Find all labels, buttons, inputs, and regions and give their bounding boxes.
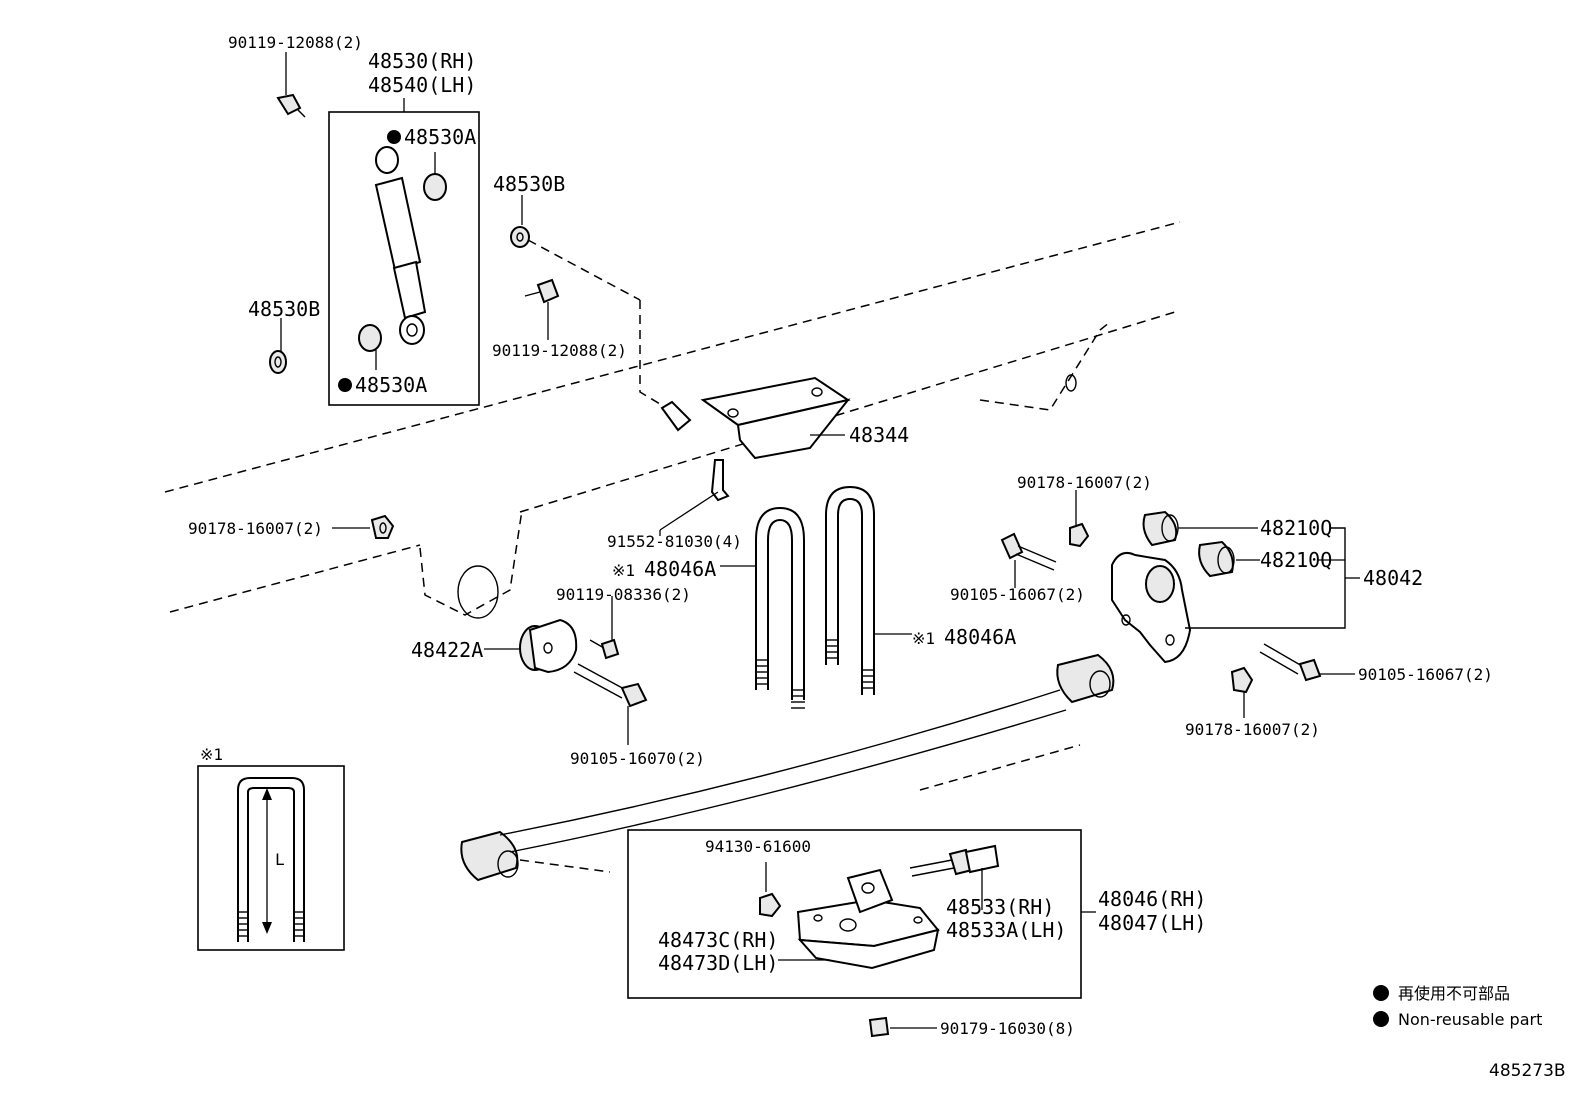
label-ubolt-1: 48046A bbox=[644, 557, 716, 581]
label-ubolt-2: 48046A bbox=[944, 625, 1016, 649]
shock-absorber-group bbox=[328, 98, 480, 406]
bolt-90105-16067-left bbox=[1000, 532, 1057, 588]
non-reusable-marker-icon bbox=[338, 378, 352, 392]
inset-box bbox=[197, 765, 345, 951]
label-bolt-16070: 90105-16070(2) bbox=[570, 749, 705, 768]
legend: 再使用不可部品 Non-reusable part bbox=[1373, 984, 1542, 1029]
bush-48210q-upper bbox=[1142, 510, 1258, 547]
frame-hole bbox=[457, 565, 499, 619]
bush-48530a-top bbox=[423, 152, 447, 201]
nut-94130-61600 bbox=[759, 862, 782, 918]
label-bolt-16067-left: 90105-16067(2) bbox=[950, 585, 1085, 604]
label-bolt-48533-lh: 48533A(LH) bbox=[946, 918, 1066, 942]
label-stopper: 48422A bbox=[411, 638, 483, 662]
label-seat-rh: 48473C(RH) bbox=[658, 928, 778, 952]
non-reusable-marker-icon bbox=[387, 130, 401, 144]
label-shock-rh: 48530(RH) bbox=[368, 49, 476, 73]
label-bush-q2: 48210Q bbox=[1260, 548, 1332, 572]
diagram-number: 485273B bbox=[1489, 1061, 1566, 1081]
label-ubolt-2-prefix: ※1 bbox=[912, 629, 935, 648]
label-bolt-top: 90119-12088(2) bbox=[228, 33, 363, 52]
washer-48530b-right bbox=[510, 195, 530, 248]
nut-90178-16007-left bbox=[332, 514, 395, 539]
non-reusable-bullet-icon bbox=[1373, 1011, 1389, 1027]
washer-48530b-left bbox=[269, 318, 287, 374]
shock-absorber bbox=[374, 146, 427, 345]
cap-90179-16030 bbox=[868, 1016, 937, 1038]
label-bolt-08336: 90119-08336(2) bbox=[556, 585, 691, 604]
label-ubolt-1-prefix: ※1 bbox=[612, 561, 635, 580]
spring-seat-box bbox=[627, 829, 1082, 999]
spring-seat-48473 bbox=[778, 868, 940, 970]
hanger-48042 bbox=[1111, 527, 1360, 664]
leaf-spring bbox=[460, 653, 1115, 882]
dimension-arrow-up bbox=[262, 788, 272, 800]
label-bolt-48533-rh: 48533(RH) bbox=[946, 895, 1054, 919]
non-reusable-bullet-icon bbox=[1373, 985, 1389, 1001]
label-inset-length: L bbox=[275, 850, 285, 869]
label-bush-q1: 48210Q bbox=[1260, 516, 1332, 540]
nut-90178-16007-top-right bbox=[1069, 490, 1090, 548]
label-bush-a-top: 48530A bbox=[404, 125, 476, 149]
bracket-48344 bbox=[660, 376, 851, 460]
label-bush-a-bottom: 48530A bbox=[355, 373, 427, 397]
bolt-90119-08336 bbox=[589, 596, 620, 660]
dimension-arrow-down bbox=[262, 922, 272, 934]
bolt-90119-12088-mid bbox=[524, 278, 560, 340]
u-bolt-48046a-front bbox=[720, 506, 805, 709]
label-bracket: 48344 bbox=[849, 423, 909, 447]
label-spring-rh: 48046(RH) bbox=[1098, 887, 1206, 911]
spring-seat-group bbox=[627, 829, 1096, 999]
legend-non-reusable-en: Non-reusable part bbox=[1398, 1010, 1542, 1029]
label-hanger: 48042 bbox=[1363, 566, 1423, 590]
bolt-90105-16070 bbox=[573, 663, 648, 745]
legend-non-reusable-jp: 再使用不可部品 bbox=[1398, 984, 1510, 1003]
label-seat-lh: 48473D(LH) bbox=[658, 951, 778, 975]
label-nut-61600: 94130-61600 bbox=[705, 837, 811, 856]
label-shock-lh: 48540(LH) bbox=[368, 73, 476, 97]
label-washer-b-right: 48530B bbox=[493, 172, 565, 196]
label-inset-marker: ※1 bbox=[200, 745, 223, 764]
u-bolt-48046a-rear bbox=[825, 485, 912, 695]
bush-48530a-bottom bbox=[358, 324, 382, 370]
bolt-90119-12088-top bbox=[276, 52, 306, 118]
label-nut-left: 90178-16007(2) bbox=[188, 519, 323, 538]
label-nut-bottom-right: 90178-16007(2) bbox=[1185, 720, 1320, 739]
label-bolt-91552: 91552-81030(4) bbox=[607, 532, 742, 551]
label-bolt-16067-right: 90105-16067(2) bbox=[1358, 665, 1493, 684]
nut-90178-16007-bottom-right bbox=[1230, 666, 1254, 718]
label-bolt-mid: 90119-12088(2) bbox=[492, 341, 627, 360]
label-spring-lh: 48047(LH) bbox=[1098, 911, 1206, 935]
label-nut-top-right: 90178-16007(2) bbox=[1017, 473, 1152, 492]
bolt-48533 bbox=[909, 844, 1000, 910]
frame-outline bbox=[164, 221, 1181, 873]
u-bolt-length-inset bbox=[197, 765, 345, 951]
bolt-90105-16067-right bbox=[1259, 643, 1355, 682]
bolt-91552-81030 bbox=[659, 459, 730, 536]
frame-hole-small bbox=[1065, 374, 1077, 392]
stopper-48422a bbox=[484, 618, 578, 674]
bush-48210q-lower bbox=[1198, 540, 1260, 578]
label-cap: 90179-16030(8) bbox=[940, 1019, 1075, 1038]
label-washer-b-left: 48530B bbox=[248, 297, 320, 321]
